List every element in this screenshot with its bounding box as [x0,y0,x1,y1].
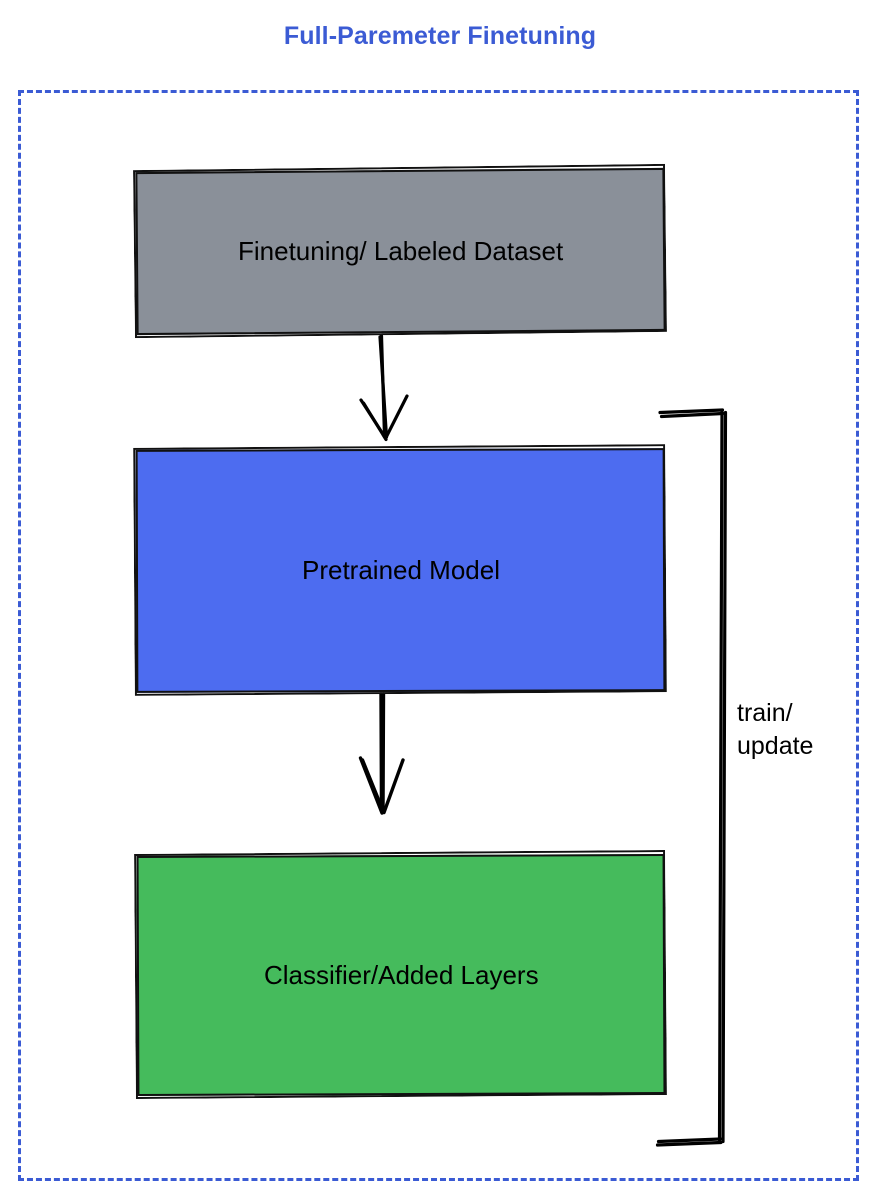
node-finetuning-dataset[interactable]: Finetuning/ Labeled Dataset [135,167,666,336]
dashed-boundary [18,90,859,1181]
edge-label-line-2: update [737,732,814,760]
node-pretrained-model[interactable]: Pretrained Model [135,448,666,693]
edge-label-train-update: train/ update [737,697,847,763]
node-classifier-added-layers[interactable]: Classifier/Added Layers [136,853,666,1097]
node-label-pretrained: Pretrained Model [301,555,500,586]
node-label-dataset: Finetuning/ Labeled Dataset [237,236,564,267]
page-title: Full-Paremeter Finetuning [283,22,597,50]
node-label-classifier: Classifier/Added Layers [263,959,539,990]
edge-label-line-1: train/ [737,699,793,727]
